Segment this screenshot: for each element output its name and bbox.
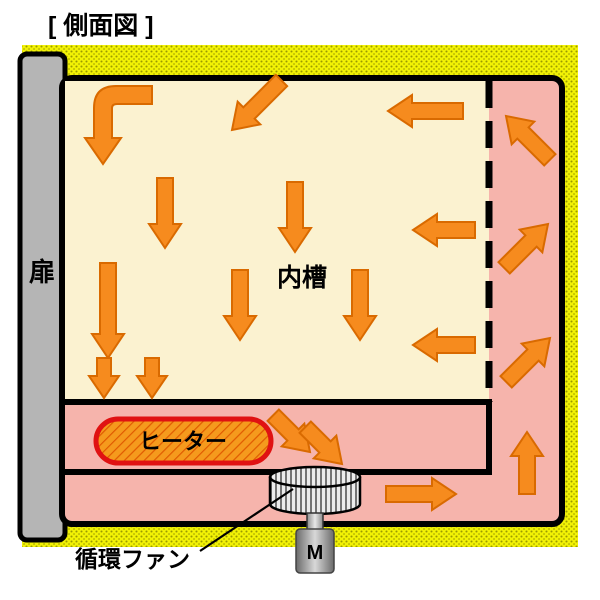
motor [295, 528, 335, 574]
airflow-arrow-bend-top-left [83, 85, 153, 166]
diagram-title: [ 側面図 ] [48, 12, 154, 40]
circulation-fan: M [268, 465, 362, 574]
fan-label: 循環ファン [75, 546, 190, 572]
door [17, 51, 68, 543]
inner-chamber-label: 内槽 [277, 263, 327, 292]
heater-label: ヒーター [139, 429, 227, 454]
motor-label: M [307, 542, 324, 564]
door-label: 扉 [29, 257, 55, 287]
heater [93, 416, 274, 466]
airflow-arrows [83, 68, 563, 511]
fan-top [268, 465, 362, 489]
fan-leader-line [199, 488, 294, 552]
